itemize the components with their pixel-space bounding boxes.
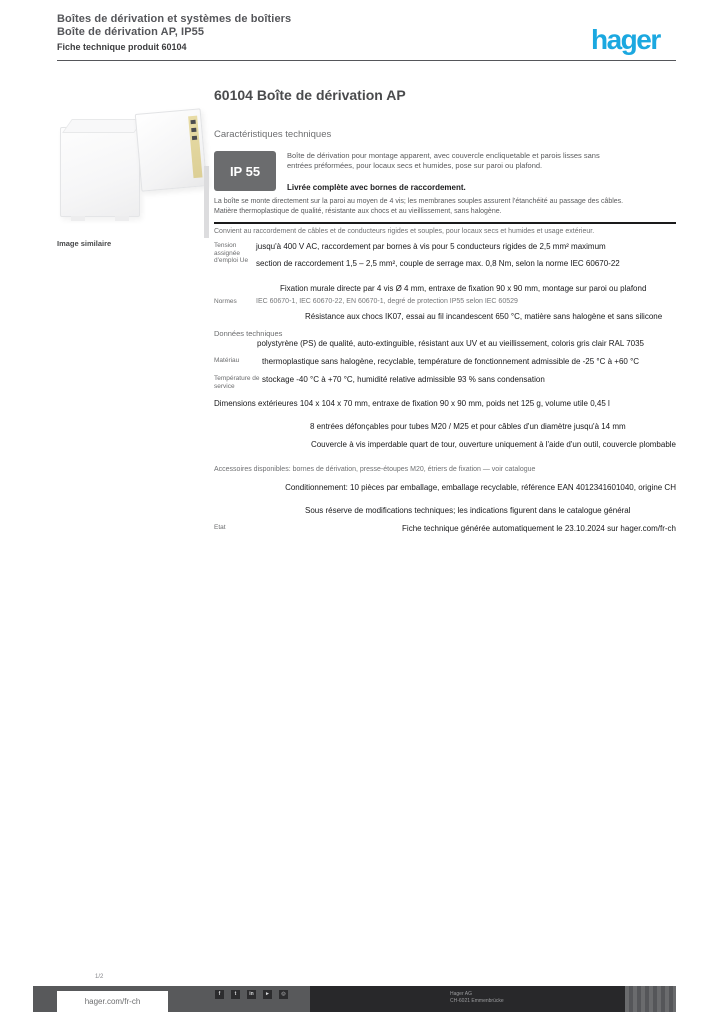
description-block: IP 55 Boîte de dérivation pour montage a… (214, 151, 676, 192)
spec-label: Etat (214, 524, 226, 531)
box-top-face (62, 119, 144, 133)
description-line: entrées préformées, pour locaux secs et … (287, 161, 543, 170)
address-line: CH-6021 Emmenbrücke (450, 997, 504, 1004)
spec-value: jusqu'à 400 V AC, raccordement par borne… (256, 242, 606, 251)
spec-value: stockage -40 °C à +70 °C, humidité relat… (262, 375, 545, 384)
spec-value: Fiche technique générée automatiquement … (402, 524, 676, 533)
address-line: Hager AG (450, 991, 472, 997)
box-foot-right (115, 216, 129, 221)
spec-value: thermoplastique sans halogène, recyclabl… (262, 357, 640, 366)
image-shadow (204, 166, 209, 238)
header-divider (57, 60, 676, 61)
image-caption: Image similaire (57, 239, 112, 248)
footer-social-icons: f t in ► ◎ (215, 990, 295, 999)
spec-row: Matériau thermoplastique sans halogène, … (214, 357, 676, 366)
product-image (57, 103, 212, 253)
spec-row: Etat Fiche technique générée automatique… (214, 524, 676, 533)
facebook-icon[interactable]: f (215, 990, 224, 999)
instagram-icon[interactable]: ◎ (279, 990, 288, 999)
footer-bar: hager.com/fr-ch f t in ► ◎ Hager AG CH-6… (33, 986, 676, 1018)
section-divider (214, 222, 676, 224)
footer-address: Hager AG CH-6021 Emmenbrücke (450, 991, 504, 1004)
spec-row: Tension assignée d'emploi Ue jusqu'à 400… (214, 242, 676, 268)
description-line: Matière thermoplastique de qualité, rési… (214, 208, 502, 215)
spec-value: Conditionnement: 10 pièces par emballage… (285, 483, 676, 492)
spec-value: Résistance aux chocs IK07, essai au fil … (305, 312, 663, 321)
spec-row: Température de service stockage -40 °C à… (214, 375, 676, 390)
spec-value: Dimensions extérieures 104 x 104 x 70 mm… (214, 399, 610, 408)
spec-label: Température de service (214, 375, 260, 390)
header-title-line1: Boîtes de dérivation et systèmes de boît… (57, 13, 292, 25)
page-header: Boîtes de dérivation et systèmes de boît… (57, 13, 577, 53)
main-content: 60104 Boîte de dérivation AP Caractérist… (214, 88, 676, 533)
spec-note: Accessoires disponibles: bornes de dériv… (214, 466, 536, 473)
spec-value-gray: IEC 60670-1, IEC 60670-22, EN 60670-1, d… (256, 298, 518, 305)
spec-label: Matériau (214, 357, 240, 364)
box-foot-left (71, 216, 85, 221)
ip-rating-badge: IP 55 (214, 151, 276, 191)
hager-logo: hager (591, 24, 661, 55)
qr-code (625, 986, 676, 1012)
spec-value-group: jusqu'à 400 V AC, raccordement par borne… (256, 242, 676, 268)
product-title: 60104 Boîte de dérivation AP (214, 87, 406, 103)
description-line: Boîte de dérivation pour montage apparen… (287, 151, 600, 160)
header-title-line2: Boîte de dérivation AP, IP55 (57, 26, 205, 38)
spec-intro: Convient au raccordement de câbles et de… (214, 228, 595, 235)
junction-box-open-image (134, 108, 208, 192)
spec-label: Tension assignée d'emploi Ue (214, 242, 249, 264)
description-bold-line: Livrée complète avec bornes de raccordem… (287, 183, 466, 192)
spec-value: 8 entrées défonçables pour tubes M20 / M… (310, 422, 626, 431)
footer-bar-dark (310, 986, 625, 1012)
header-subtitle: Fiche technique produit 60104 (57, 42, 187, 52)
spec-value: section de raccordement 1,5 – 2,5 mm², c… (256, 259, 620, 268)
junction-box-closed-image (60, 119, 144, 221)
section-heading: Données techniques (214, 329, 283, 338)
spec-value: Fixation murale directe par 4 vis Ø 4 mm… (280, 284, 647, 293)
youtube-icon[interactable]: ► (263, 990, 272, 999)
spec-row: Normes IEC 60670-1, IEC 60670-22, EN 606… (214, 298, 676, 306)
spec-value: Sous réserve de modifications techniques… (305, 506, 631, 515)
twitter-icon[interactable]: t (231, 990, 240, 999)
spec-value: polystyrène (PS) de qualité, auto-exting… (257, 339, 644, 348)
website-link[interactable]: hager.com/fr-ch (57, 991, 168, 1018)
product-subtitle: Caractéristiques techniques (214, 129, 332, 140)
spec-value: Couvercle à vis imperdable quart de tour… (310, 440, 676, 449)
terminal-strip (188, 115, 203, 179)
spec-label: Normes (214, 298, 237, 305)
page-number: 1/2 (95, 974, 104, 980)
description-line: La boîte se monte directement sur la par… (214, 198, 624, 205)
linkedin-icon[interactable]: in (247, 990, 256, 999)
description-text: Boîte de dérivation pour montage apparen… (287, 151, 676, 192)
